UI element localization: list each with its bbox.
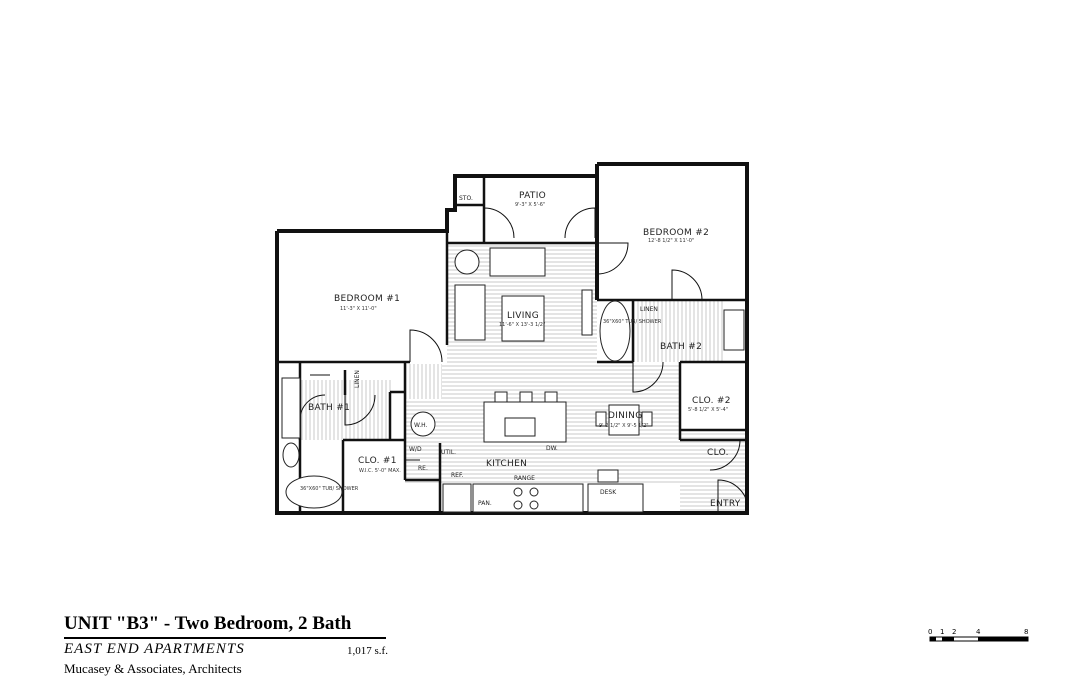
ref-label: REF. — [451, 472, 463, 479]
unit-title: UNIT "B3" - Two Bedroom, 2 Bath — [64, 613, 352, 634]
tub-2 — [599, 300, 631, 362]
dining-dims: 9'-2 1/2" X 9'-5 1/2" — [599, 423, 649, 429]
linen1-label: LINEN — [354, 370, 361, 388]
range-label: RANGE — [514, 475, 535, 482]
counter-range — [472, 483, 584, 513]
tv-console — [581, 289, 593, 336]
lamp-table — [454, 249, 480, 275]
desk — [587, 483, 644, 513]
coffee-table — [501, 295, 545, 342]
sink — [504, 417, 536, 437]
bedroom2-label: BEDROOM #2 — [643, 228, 709, 238]
clo1-label: CLO. #1 — [358, 456, 397, 466]
dw-label: DW. — [546, 445, 558, 452]
scale-tick-8: 8 — [1024, 628, 1028, 636]
scale-bar: 0 1 2 4 8 — [928, 628, 1029, 642]
wd-label: W/D — [409, 446, 422, 453]
burner-3 — [513, 500, 523, 510]
architect-credit: Mucasey & Associates, Architects — [64, 661, 242, 676]
bedroom1-label: BEDROOM #1 — [334, 294, 400, 304]
vanity-1 — [281, 377, 301, 439]
living-label: LIVING — [507, 311, 539, 321]
sofa — [489, 247, 546, 277]
tub2-label: 36"X60" TUB/ SHOWER — [603, 319, 662, 325]
doors — [299, 207, 749, 513]
refrigerator — [442, 483, 472, 513]
burner-2 — [529, 487, 539, 497]
stool-1 — [494, 391, 508, 403]
clo1-dims: W.I.C. 5'-0" MAX. — [359, 468, 401, 474]
furniture — [281, 247, 745, 513]
title-underline — [64, 637, 386, 639]
patio-label: PATIO — [519, 191, 546, 201]
vanity-2 — [723, 309, 745, 351]
desk-label: DESK — [600, 489, 617, 496]
re-label: RE. — [418, 465, 428, 472]
scale-tick-1: 1 — [940, 628, 944, 636]
property-name: EAST END APARTMENTS — [64, 641, 245, 657]
pan-label: PAN. — [478, 500, 492, 507]
bath2-label: BATH #2 — [660, 342, 702, 352]
water-heater — [410, 411, 436, 437]
bath2-floor — [633, 300, 723, 362]
burner-1 — [513, 487, 523, 497]
armchair — [454, 284, 486, 341]
scale-tick-0: 0 — [928, 628, 932, 636]
clo2-dims: 5'-8 1/2" X 5'-4" — [688, 407, 728, 413]
living-dims: 11'-6" X 13'-3 1/2" — [499, 322, 545, 328]
tub-1 — [285, 475, 343, 509]
bedroom2-dims: 12'-8 1/2" X 11'-0" — [648, 238, 694, 244]
wh-label: W.H. — [414, 422, 428, 429]
dining-table — [608, 404, 640, 436]
kitchen-label: KITCHEN — [486, 459, 527, 469]
stool-2 — [519, 391, 533, 403]
linen2-label: LINEN — [640, 306, 658, 313]
desk-chair — [597, 469, 619, 483]
chair-2 — [641, 411, 653, 427]
burner-4 — [529, 500, 539, 510]
scale-tick-2: 2 — [952, 628, 956, 636]
stool-3 — [544, 391, 558, 403]
clo2-label: CLO. #2 — [692, 396, 731, 406]
patio-dims: 9'-3" X 5'-6" — [515, 202, 545, 208]
sto-label: STO. — [459, 195, 473, 202]
toilet-1 — [282, 442, 300, 468]
bath1-label: BATH #1 — [308, 403, 350, 413]
dining-label: DINING — [608, 411, 642, 421]
util-label: UTIL. — [441, 449, 456, 456]
bedroom1-dims: 11'-3" X 11'-0" — [340, 306, 377, 312]
entry-label: ENTRY — [710, 499, 741, 509]
tub1-label: 36"X60" TUB/ SHOWER — [300, 486, 359, 492]
clo-label: CLO. — [707, 448, 729, 458]
chair-1 — [595, 411, 607, 427]
entry-floor — [680, 430, 745, 512]
unit-area: 1,017 s.f. — [347, 645, 388, 657]
exterior-walls — [275, 162, 749, 515]
hall-floor — [405, 364, 442, 399]
scale-tick-4: 4 — [976, 628, 981, 636]
